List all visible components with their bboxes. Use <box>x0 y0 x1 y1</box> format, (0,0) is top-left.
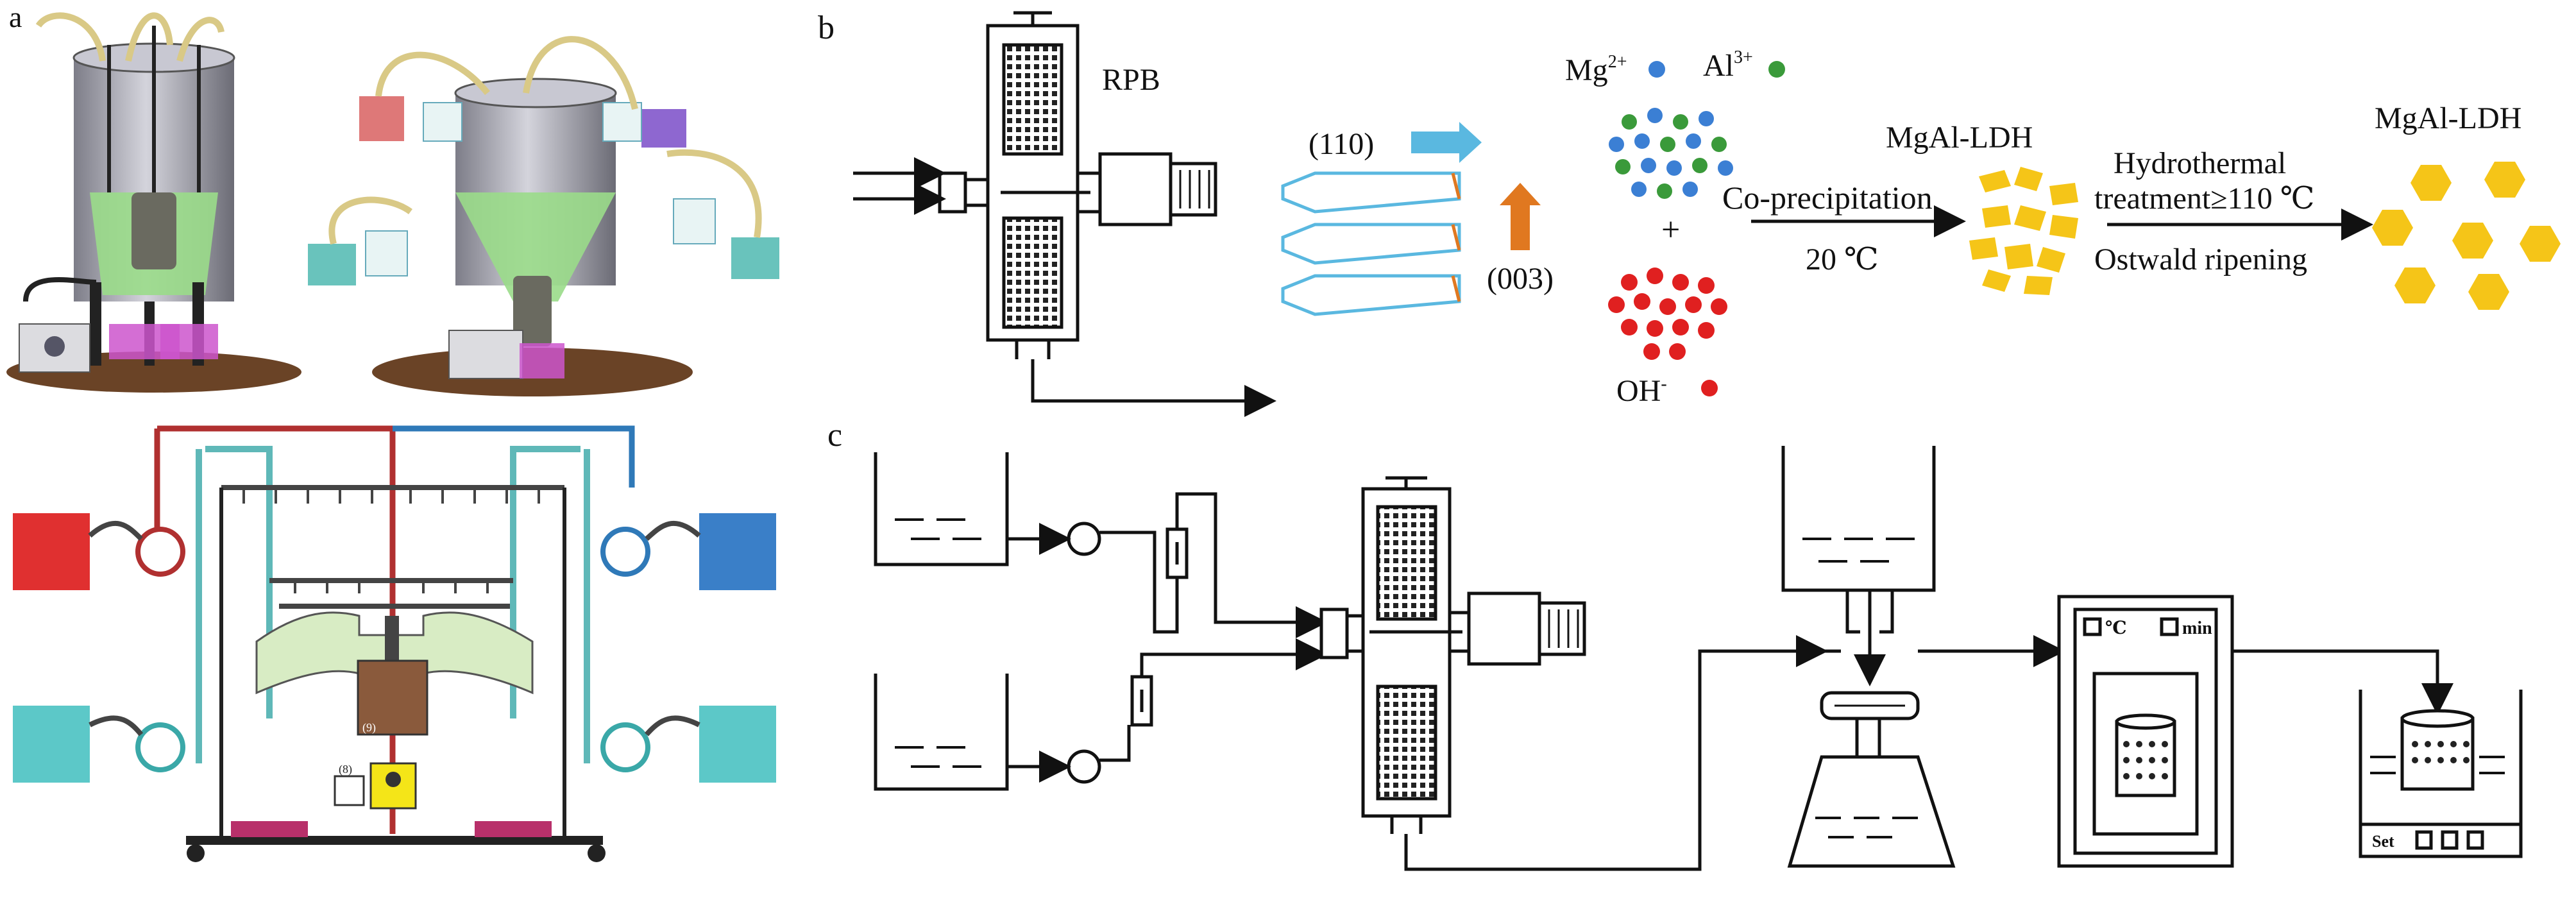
beaker-dots-bath <box>2412 741 2470 763</box>
ion-oh-label: OH- <box>1616 374 1667 408</box>
feed-tank-1 <box>874 452 1009 566</box>
feed-tank-2 <box>874 674 1009 791</box>
panel-a-label: a <box>9 1 22 33</box>
arrow-110 <box>1411 122 1482 163</box>
pump-2 <box>1067 749 1101 784</box>
plane-110-label: (110) <box>1309 127 1374 161</box>
al-ion-dot <box>1768 61 1785 78</box>
oven-unit-celsius: ℃ <box>2105 618 2127 638</box>
process-flowsheet <box>874 446 2523 871</box>
mg-al-cluster <box>1609 108 1733 199</box>
oh-ion-dot <box>1701 380 1718 396</box>
reactor-label-rpb: RPB <box>1102 63 1160 97</box>
reactor-render-right <box>308 36 779 396</box>
panel-c-label: c <box>827 417 842 454</box>
ion-al-label: Al3+ <box>1703 47 1753 83</box>
arrow-003 <box>1500 183 1541 250</box>
step1-bottom-label: 20 ℃ <box>1806 242 1879 276</box>
product1-label: MgAl-LDH <box>1886 121 2033 155</box>
ldh-flakes <box>1969 167 2078 295</box>
product2-label: MgAl-LDH <box>2375 101 2521 135</box>
oh-cluster <box>1608 268 1727 360</box>
step1-top-label: Co-precipitation <box>1722 180 1933 216</box>
step2-bottom-label: Ostwald ripening <box>2094 242 2307 276</box>
inset-code: (8) <box>339 763 352 776</box>
step2-top2-label: treatment≥110 ℃ <box>2094 182 2315 216</box>
panel-b-label: b <box>818 10 835 46</box>
reactor-render-left <box>6 12 301 393</box>
step2-top1-label: Hydrothermal <box>2114 146 2286 180</box>
ldh-layer-stack <box>1281 171 1461 316</box>
panel-b: b RPB <box>818 10 2561 417</box>
plus-sign: + <box>1661 212 1680 248</box>
panel-c: c <box>827 417 2523 871</box>
wash-tank <box>1781 446 1936 592</box>
suction-flask <box>1787 755 1956 868</box>
brown-box-code: (9) <box>362 721 376 735</box>
beaker-dots-oven <box>2123 741 2168 779</box>
pump-1 <box>1067 522 1101 556</box>
panel-a: a <box>6 1 779 862</box>
plane-003-label: (003) <box>1487 262 1554 296</box>
rpb-reactor-b <box>853 11 1276 417</box>
ldh-hexagons <box>2372 162 2561 310</box>
reactor-schematic: (9) (8) <box>13 425 776 862</box>
oven-unit-min: min <box>2182 618 2212 638</box>
ion-mg-label: Mg2+ <box>1565 52 1627 87</box>
bath-set-label: Set <box>2372 832 2394 851</box>
mg-ion-dot <box>1648 61 1665 78</box>
